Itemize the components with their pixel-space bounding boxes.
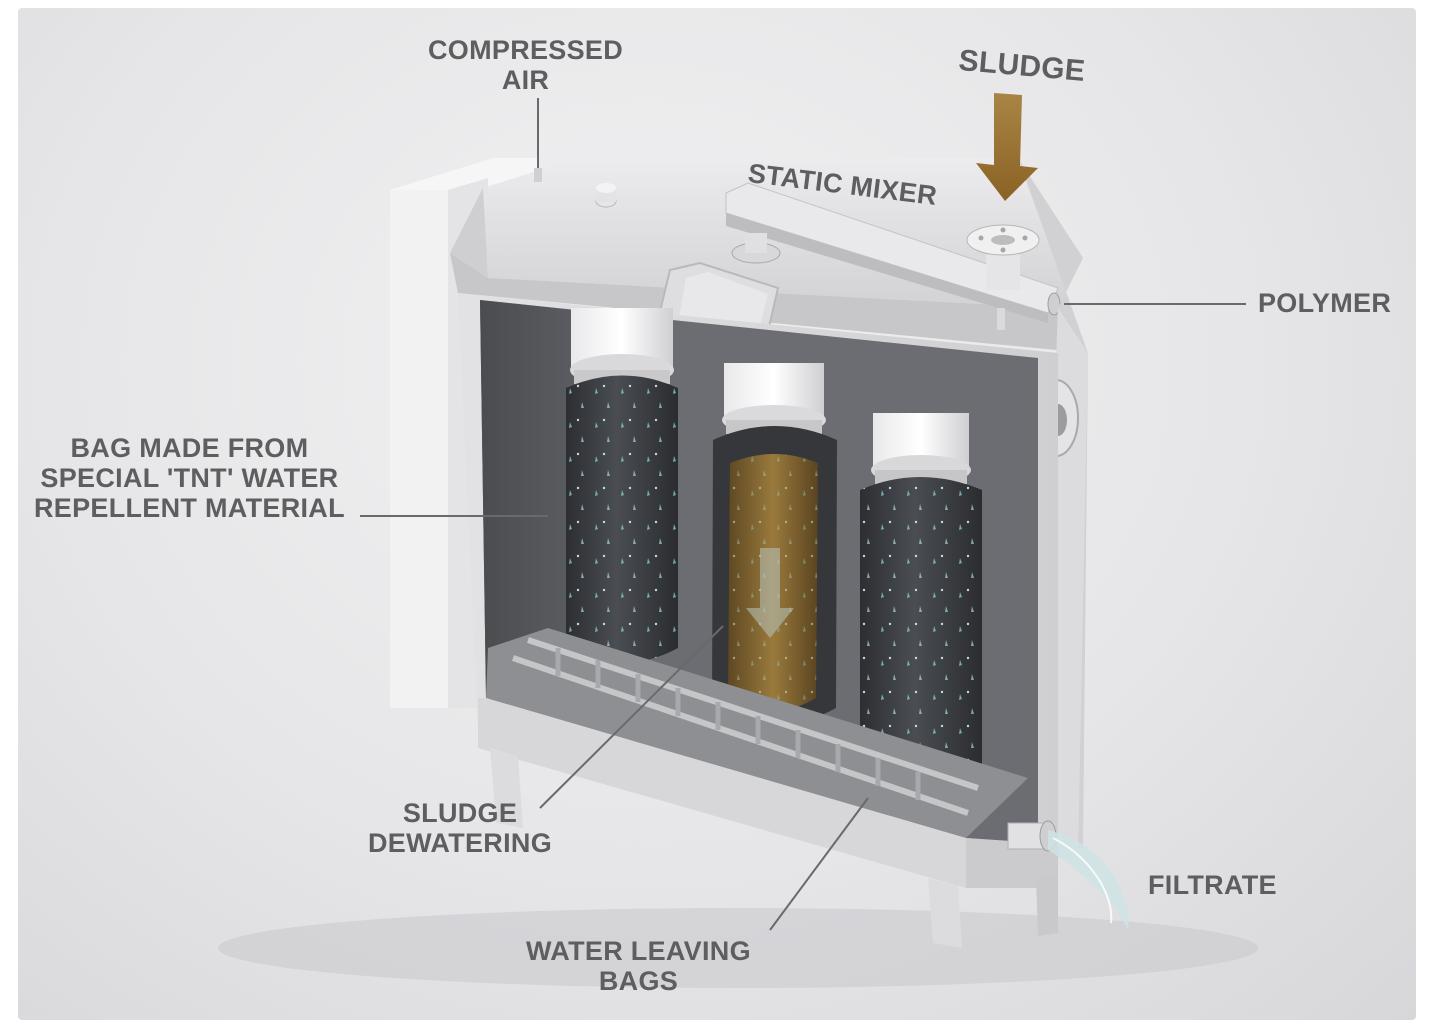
filter-bag-left: [566, 308, 678, 663]
filtrate-outlet: [1007, 820, 1129, 930]
leader-water-leaving: [769, 797, 869, 931]
label-sludge-dewatering: SLUDGE DEWATERING: [368, 798, 552, 858]
label-compressed-air: COMPRESSED AIR: [428, 35, 624, 95]
housing-base: [478, 698, 1058, 948]
leader-lines: [360, 98, 1246, 931]
label-filtrate: FILTRATE: [1148, 870, 1277, 900]
static-mixer-pipe: [725, 182, 1061, 330]
diagram-stage: COMPRESSED AIR SLUDGE STATIC MIXER POLYM…: [18, 8, 1416, 1020]
sludge-inflow-arrow: [976, 93, 1038, 201]
label-polymer: POLYMER: [1258, 288, 1392, 318]
label-bag-material: BAG MADE FROM SPECIAL 'TNT' WATER REPELL…: [34, 433, 345, 523]
drainage-tray: [486, 628, 1028, 838]
filter-bag-middle: [712, 363, 837, 725]
dewatering-unit-illustration: [218, 93, 1258, 988]
leader-sludge-dewatering: [539, 625, 724, 809]
label-water-leaving-bags: WATER LEAVING BAGS: [526, 936, 751, 996]
floor-shadow: [218, 908, 1258, 988]
filter-bag-right: [860, 413, 982, 784]
